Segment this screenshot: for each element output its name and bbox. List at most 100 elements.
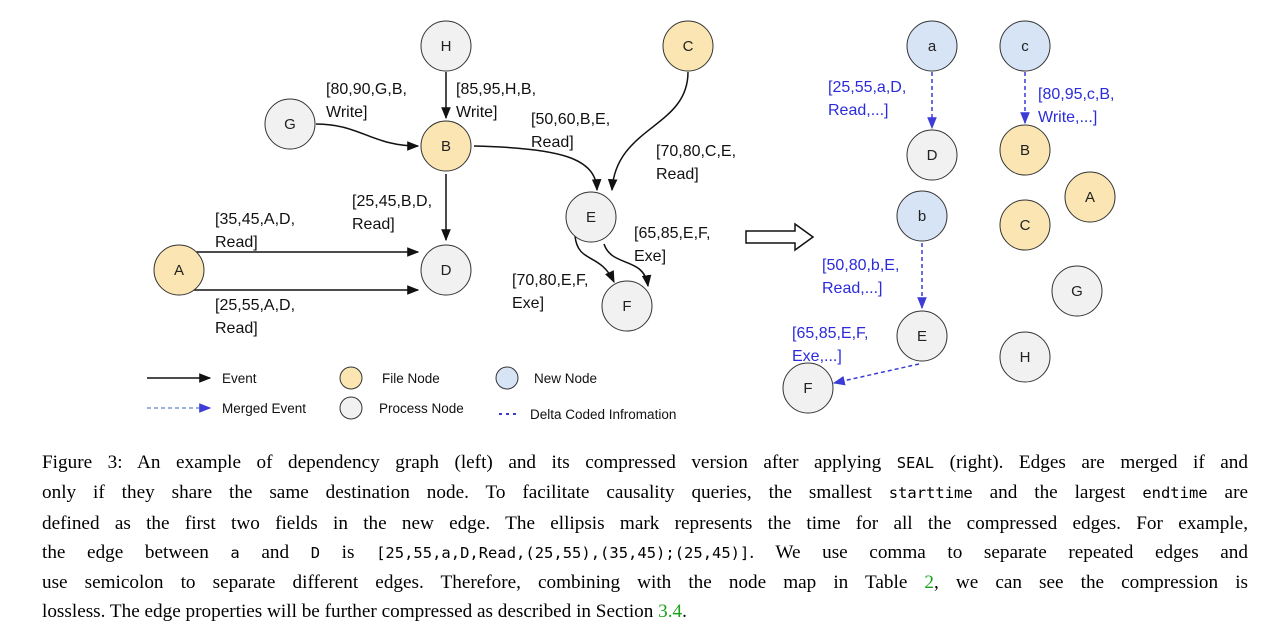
edge-c-e [607,71,689,192]
right-graph-node-labels: a D b E F c B A C G H [803,38,1095,397]
edge-e-f-2 [603,243,652,288]
edge-label-a-d-1b: Read] [215,234,258,251]
node-label-d: D [441,262,452,279]
node-b [420,120,472,172]
legend-process-node-swatch [339,396,363,420]
node-label-d-right: D [927,147,938,164]
merged-label-c-b-2: Write,...] [1038,109,1097,126]
edge-label-e-f-1b: Exe] [634,248,666,265]
node-label-new-b: b [918,208,926,225]
node-label-e-right: E [917,328,927,345]
merged-label-e-f-1: [65,85,E,F, [792,325,869,342]
legend-merged-event-label: Merged Event [222,401,306,416]
left-graph-edges [191,71,689,295]
caption-line-1: Figure 3: An example of dependency graph… [42,452,1248,473]
caption-line-3: defined as the first two fields in the n… [42,512,1248,534]
node-label-new-c: c [1021,38,1029,55]
edge-label-b-e-2: Read] [531,134,574,151]
caption-line-4: the edge between a and D is [25,55,a,D,R… [42,541,1248,563]
merged-label-b-e-2: Read,...] [822,280,882,297]
edge-label-c-e-1: [70,80,C,E, [656,143,736,160]
node-label-f: F [622,298,631,315]
caption-code-seal: SEAL [896,454,935,472]
node-label-g-right: G [1071,283,1083,300]
node-d [420,244,472,296]
caption-code-endtime: endtime [1142,484,1208,503]
dependency-graph-figure: H G B C E A D F [80,90,G,B, Write] [85,9… [147,20,1116,422]
legend-event-label: Event [222,371,257,386]
node-label-g: G [284,116,296,133]
merged-edge-e-f [832,363,920,386]
legend-file-node-label: File Node [382,371,440,386]
merged-label-a-d-1: [25,55,a,D, [828,79,906,96]
table-reference-link[interactable]: 2 [924,572,935,594]
node-label-b: B [441,138,451,155]
merged-label-a-d-2: Read,...] [828,102,888,119]
edge-b-e [473,145,602,192]
node-g-right [1051,265,1103,317]
figure-caption: Figure 3: An example of dependency graph… [42,448,1248,627]
node-label-a-right: A [1085,189,1095,206]
node-f [601,280,653,332]
left-graph-node-labels: H G B C E A D F [174,38,694,315]
edge-label-b-e-1: [50,60,B,E, [531,111,610,128]
edge-e-f-1 [574,235,615,284]
node-d-right [906,129,958,181]
right-graph-edge-labels: [25,55,a,D, Read,...] [80,95,c,B, Write,… [792,79,1115,365]
node-label-a: A [174,262,184,279]
edge-label-e-f-2a: [70,80,E,F, [512,272,589,289]
legend-file-node-swatch [339,366,363,390]
right-graph-nodes [782,20,1116,414]
node-new-a [906,20,958,72]
edge-label-a-d-2b: Read] [215,320,258,337]
node-e-right [896,310,948,362]
caption-code-edge-example: [25,55,a,D,Read,(25,55),(35,45);(25,45)] [376,543,750,562]
node-h-right [999,331,1051,383]
node-new-c [999,20,1051,72]
right-graph-edges [832,72,1030,386]
node-e [565,191,617,243]
caption-line-5: use semicolon to separate different edge… [42,572,1248,594]
node-label-e: E [586,209,596,226]
node-b-right [999,124,1051,176]
legend-new-node-label: New Node [534,371,597,386]
node-a-right [1064,171,1116,223]
edge-g-b [315,123,420,151]
edge-label-g-b-1: [80,90,G,B, [326,81,407,98]
caption-line-2: only if they share the same destination … [42,482,1248,504]
caption-code-starttime: starttime [888,484,973,503]
edge-label-a-d-2a: [25,55,A,D, [215,297,295,314]
node-c-right [999,199,1051,251]
node-c [662,20,714,72]
node-g [264,98,316,150]
node-h [420,20,472,72]
node-label-h: H [441,38,452,55]
legend-process-node-label: Process Node [379,401,464,416]
left-graph-edge-labels: [80,90,G,B, Write] [85,95,H,B, Write] [5… [215,81,736,337]
node-label-c-right: C [1020,217,1031,234]
edge-label-e-f-1a: [65,85,E,F, [634,225,711,242]
edge-label-a-d-1a: [35,45,A,D, [215,211,295,228]
node-a [153,244,205,296]
merged-label-b-e-1: [50,80,b,E, [822,257,899,274]
edge-label-h-b-2: Write] [456,104,497,121]
legend-delta-coded-label: Delta Coded Infromation [530,407,676,422]
edge-label-e-f-2b: Exe] [512,295,544,312]
node-label-f-right: F [803,380,812,397]
merged-label-e-f-2: Exe,...] [792,348,842,365]
edge-label-c-e-2: Read] [656,166,699,183]
node-label-h-right: H [1020,349,1031,366]
edge-label-b-d-1: [25,45,B,D, [352,193,432,210]
node-new-b [896,190,948,242]
section-reference-link[interactable]: 3.4 [658,601,683,623]
edge-label-g-b-2: Write] [326,104,367,121]
caption-line-6: lossless. The edge properties will be fu… [42,601,687,623]
node-label-b-right: B [1020,142,1030,159]
node-label-new-a: a [928,38,937,55]
legend: Event Merged Event File Node Process Nod… [147,366,676,422]
edge-label-b-d-2: Read] [352,216,395,233]
edge-label-h-b-1: [85,95,H,B, [456,81,536,98]
left-graph-nodes [153,20,714,332]
legend-new-node-swatch [495,366,519,390]
node-f-right [782,362,834,414]
